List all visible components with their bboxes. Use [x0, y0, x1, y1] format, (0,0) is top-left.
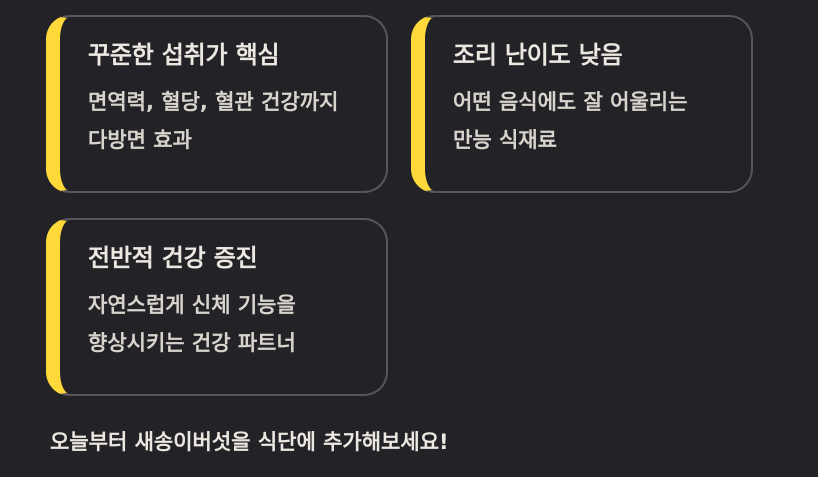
info-card: 조리 난이도 낮음 어떤 음식에도 잘 어울리는 만능 식재료 — [411, 15, 753, 193]
card-description: 어떤 음식에도 잘 어울리는 만능 식재료 — [453, 90, 688, 152]
card-title: 조리 난이도 낮음 — [453, 41, 623, 69]
info-card: 전반적 건강 증진 자연스럽게 신체 기능을 향상시키는 건강 파트너 — [46, 218, 388, 396]
card-description: 자연스럽게 신체 기능을 향상시키는 건강 파트너 — [88, 293, 296, 355]
card-description: 면역력, 혈당, 혈관 건강까지 다방면 효과 — [88, 90, 339, 152]
footer-message: 오늘부터 새송이버섯을 식단에 추가해보세요! — [50, 430, 449, 454]
info-card: 꾸준한 섭취가 핵심 면역력, 혈당, 혈관 건강까지 다방면 효과 — [46, 15, 388, 193]
card-title: 전반적 건강 증진 — [88, 244, 258, 272]
card-title: 꾸준한 섭취가 핵심 — [88, 41, 280, 69]
